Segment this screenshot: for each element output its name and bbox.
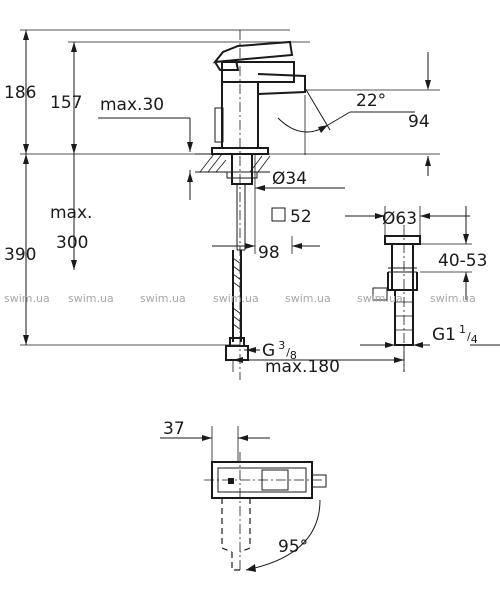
dim-98: 98	[258, 243, 280, 263]
top-view: 95° 37	[160, 419, 327, 572]
dim-line-186-390	[23, 30, 29, 345]
dim-52: 52	[290, 207, 312, 227]
extension-lines	[20, 29, 440, 372]
dim-angle-22	[277, 52, 431, 176]
dim-line-max180	[233, 357, 404, 363]
dim-40-53: 40-53	[438, 251, 487, 271]
watermark: swim.ua	[430, 292, 476, 305]
dim-line-max30	[98, 117, 193, 200]
dim-157: 157	[50, 93, 82, 113]
watermark: swim.ua	[140, 292, 186, 305]
dim-diam-34: Ø34	[272, 169, 307, 189]
dim-max: max.	[50, 203, 92, 223]
mounting-shank	[226, 153, 258, 251]
dim-37: 37	[163, 419, 185, 439]
dim-390: 390	[4, 245, 36, 265]
watermark: swim.ua	[285, 292, 331, 305]
dim-diam-63: Ø63	[382, 209, 417, 229]
flex-hose	[225, 250, 249, 361]
square-symbol	[271, 207, 286, 222]
faucet-body	[211, 40, 306, 155]
dim-22deg: 22°	[356, 91, 386, 111]
dim-94: 94	[408, 112, 430, 132]
side-view	[20, 29, 500, 380]
dim-95deg: 95°	[278, 537, 308, 557]
dim-line-g38	[244, 347, 260, 353]
dim-max180: max.180	[265, 357, 340, 377]
dim-max30: max.30	[100, 95, 164, 115]
watermark: swim.ua	[68, 292, 114, 305]
dim-line-g114	[360, 342, 500, 348]
watermark: swim.ua	[4, 292, 50, 305]
dim-line-157-300	[71, 42, 77, 270]
dim-line-98	[212, 236, 320, 254]
side-view-labels: 186 157 max.30 22° 94 max. 390 300 Ø34 5…	[4, 83, 487, 377]
dim-186: 186	[4, 83, 36, 103]
dim-line-40-53	[420, 206, 472, 300]
waste-fitting	[372, 235, 421, 346]
watermark: swim.ua	[357, 292, 403, 305]
dim-line-34	[255, 185, 345, 191]
dim-300: 300	[56, 233, 88, 253]
dim-line-63	[345, 206, 470, 236]
watermark: swim.ua	[213, 292, 259, 305]
watermark-row: swim.ua swim.ua swim.ua swim.ua swim.ua …	[4, 292, 476, 305]
